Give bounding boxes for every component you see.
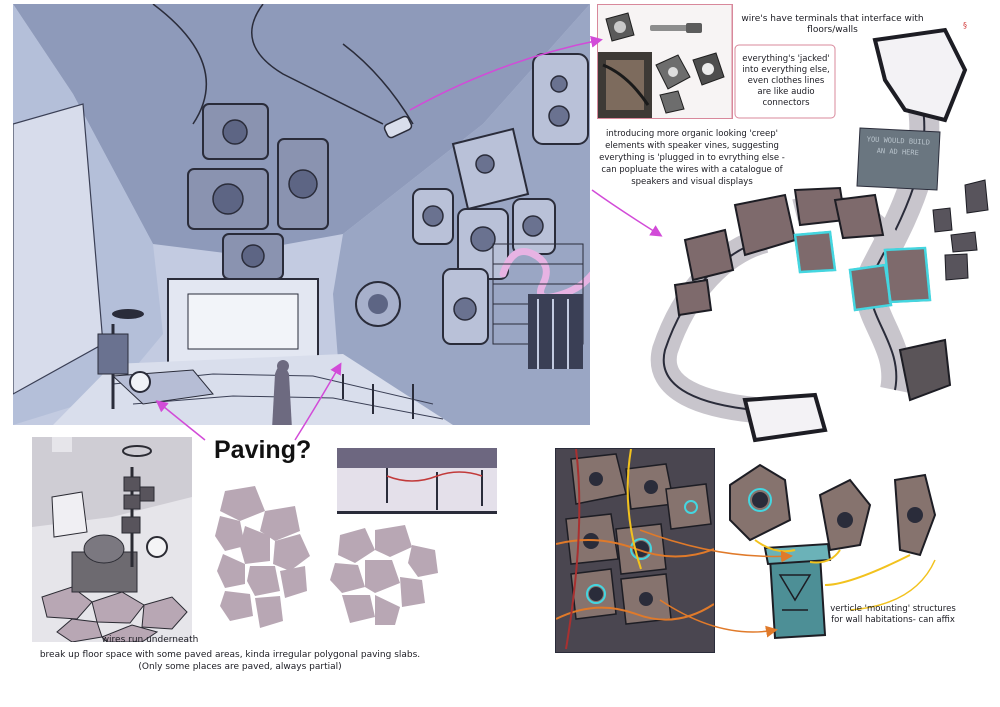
ad-sign-text: YOU WOULD BUILD AN AD HERE <box>866 135 931 158</box>
paving-sketch-left <box>32 437 192 642</box>
note-wires-underneath: wires run underneath <box>101 635 199 645</box>
note-creep-elements: introducing more organic looking 'creep'… <box>599 129 785 187</box>
corridor-sketch <box>13 4 590 425</box>
paving-slabs-1 <box>215 486 315 636</box>
colored-speaker-panel <box>555 448 715 653</box>
paving-slabs-2 <box>330 525 442 627</box>
paving-heading: Paving? <box>214 436 312 464</box>
connector-photos <box>597 4 733 119</box>
note-floor-space: break up floor space with some paved are… <box>39 650 421 660</box>
note-wire-terminals: wire's have terminals that interface wit… <box>741 14 924 35</box>
note-jacked: everything's 'jacked' into everything el… <box>742 54 830 108</box>
stanchion-sketch <box>337 448 497 514</box>
wire-terminal-drawing: § YOU WOULD BUILD AN AD HERE <box>645 10 997 450</box>
ad-sign <box>856 127 941 191</box>
svg-text:§: § <box>963 21 967 30</box>
jack-plug-icon <box>605 12 635 42</box>
note-mounting: verticle 'mounting' structures for wall … <box>830 604 956 625</box>
note-partial: (Only some places are paved, always part… <box>138 662 342 672</box>
